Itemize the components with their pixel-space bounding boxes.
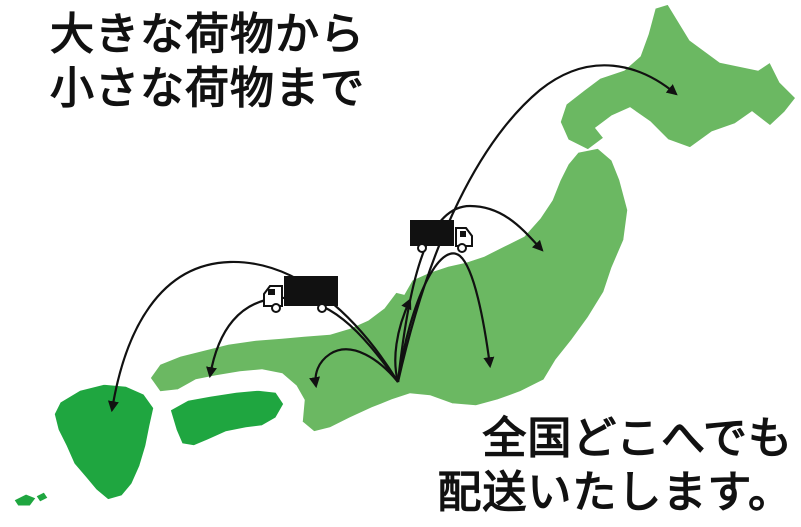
delivery-message-line-2: 配送いたします。 (437, 467, 793, 518)
route-to-hokkaido (396, 64, 678, 383)
delivery-routes (107, 64, 678, 413)
region-shikoku (169, 389, 285, 447)
region-hokkaido (559, 3, 798, 151)
headline: 大きな荷物から 小さな荷物まで (50, 8, 365, 116)
route-to-tohoku (396, 204, 544, 383)
region-islands (13, 493, 37, 507)
truck-icon-2 (263, 276, 338, 313)
region-kyushu (53, 383, 155, 501)
route-to-shikoku (309, 348, 399, 389)
headline-line-2: 小さな荷物まで (50, 63, 365, 114)
delivery-message: 全国どこへでも 配送いたします。 (437, 412, 793, 520)
region-honshu (149, 147, 629, 433)
route-to-kyushu (107, 260, 399, 413)
delivery-message-line-1: 全国どこへでも (482, 413, 793, 464)
headline-line-1: 大きな荷物から (50, 9, 365, 60)
truck-icon (410, 220, 473, 253)
route-to-osaka (394, 298, 412, 383)
route-to-tokyo (396, 252, 495, 383)
region-islands-2 (35, 491, 49, 503)
